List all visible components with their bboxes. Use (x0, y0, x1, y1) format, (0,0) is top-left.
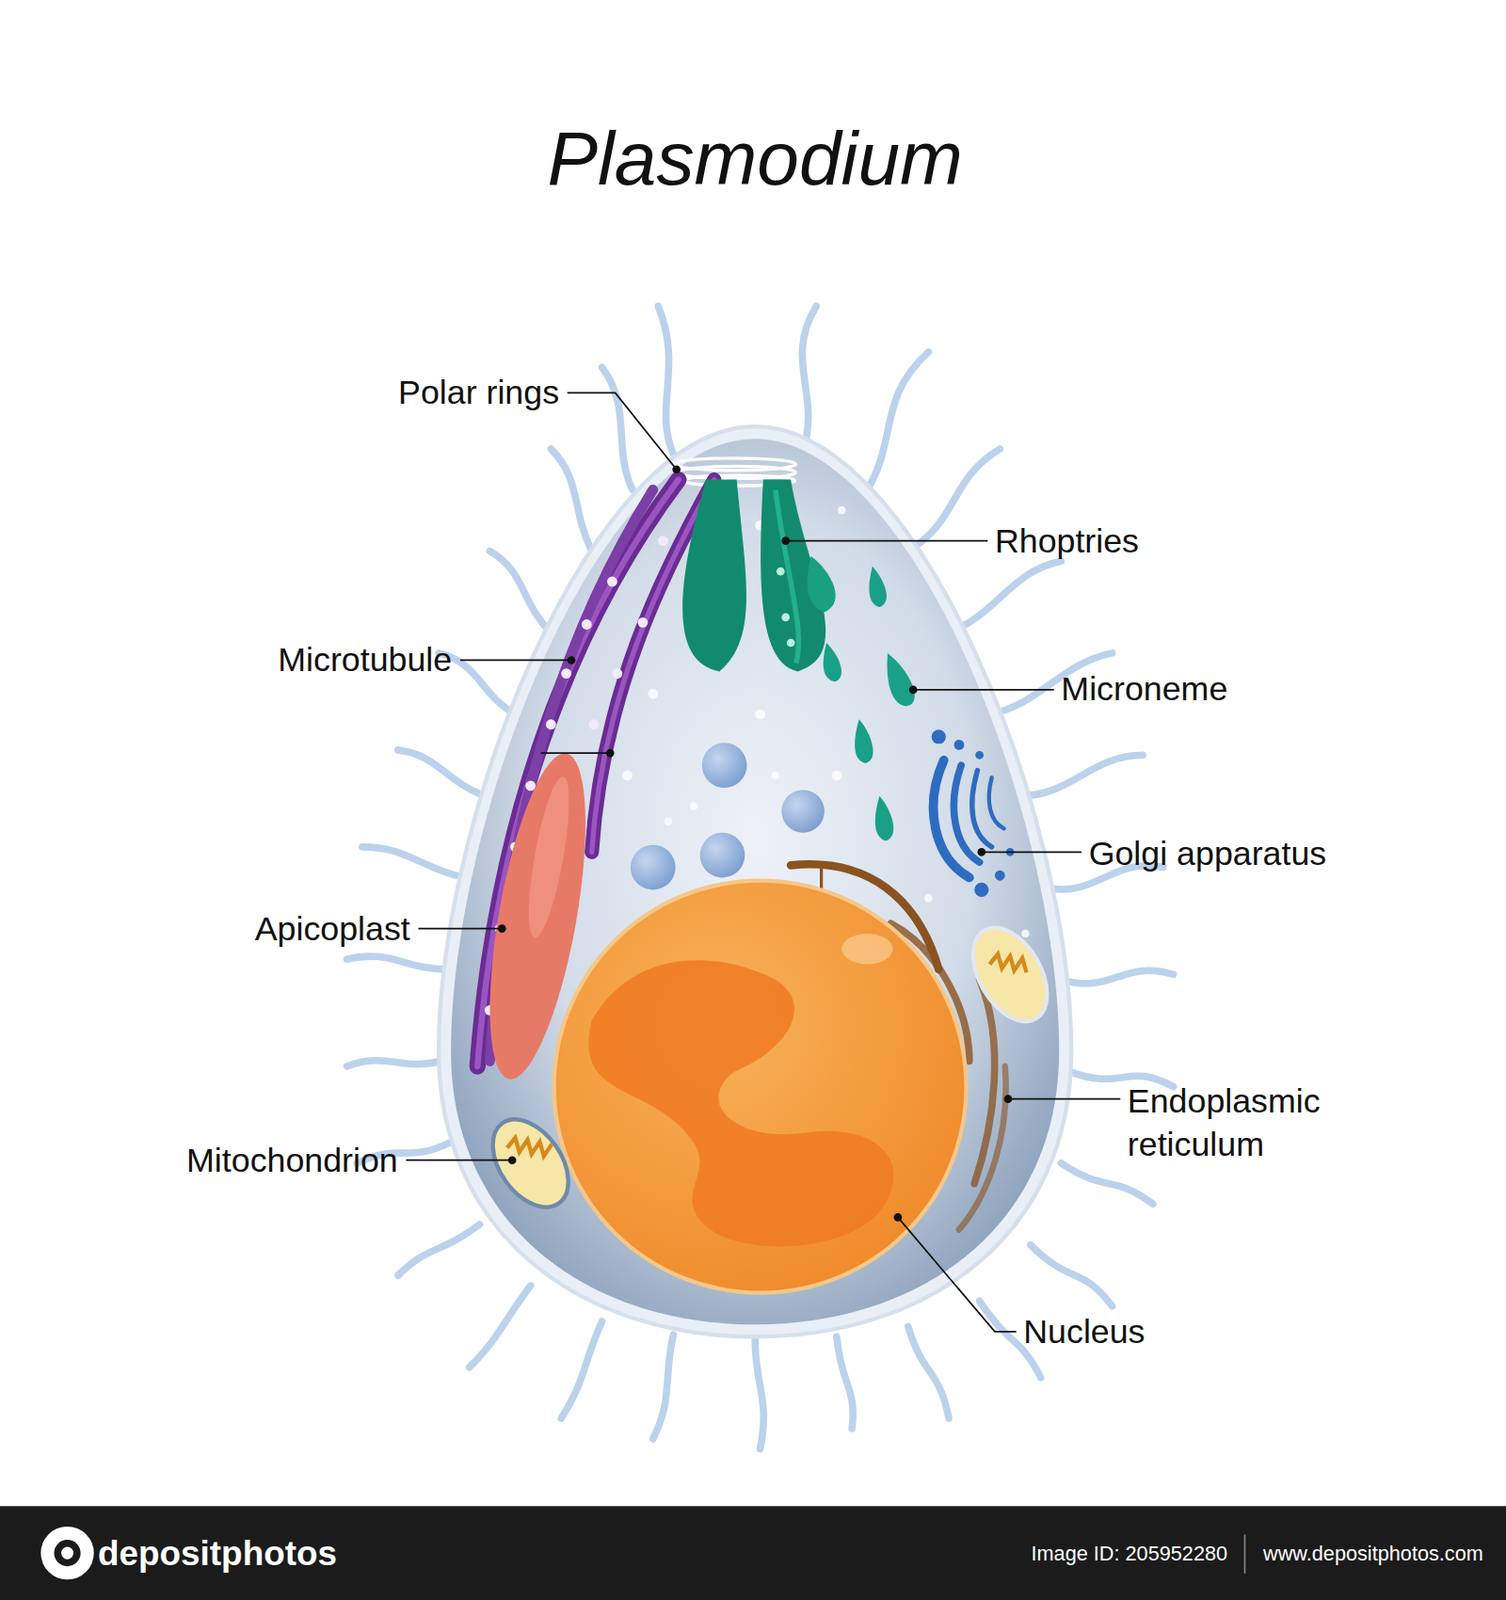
part-label: Rhoptries (994, 520, 1139, 561)
nucleus (554, 881, 967, 1294)
golgi-vesicles (931, 729, 1015, 898)
footer-divider (1244, 1535, 1247, 1574)
part-label: Mitochondrion (186, 1139, 399, 1181)
cytoplasm (450, 438, 1059, 1325)
surface-projections (347, 305, 1174, 1449)
mitochondria (477, 914, 1062, 1221)
cell-membrane (438, 426, 1072, 1337)
part-label: Polar rings (398, 372, 560, 414)
part-label: Apicoplast (255, 908, 411, 949)
rhoptry-dots (776, 567, 796, 648)
watermark-logo: depositphotos (97, 1532, 337, 1574)
micronemes (823, 566, 915, 842)
part-label: Microneme (1060, 668, 1228, 709)
cytoplasm-granules (622, 506, 1030, 939)
watermark-id: Image ID: 205952280 (1031, 1540, 1229, 1566)
part-label: Endoplasmic reticulum (1127, 1078, 1373, 1167)
part-label: Golgi apparatus (1089, 833, 1328, 875)
diagram-title: Plasmodium (546, 112, 962, 204)
leader-dots (497, 464, 1012, 1221)
footer-bar (0, 1506, 1506, 1600)
part-label: Microtubule (277, 640, 452, 681)
rhoptries (682, 480, 835, 673)
golgi-apparatus (933, 760, 1005, 879)
watermark-url: www.depositphotos.com (1263, 1540, 1484, 1566)
apicoplast-highlight (520, 774, 577, 941)
part-label: Nucleus (1023, 1311, 1145, 1352)
footer-logo-icon (40, 1526, 94, 1580)
